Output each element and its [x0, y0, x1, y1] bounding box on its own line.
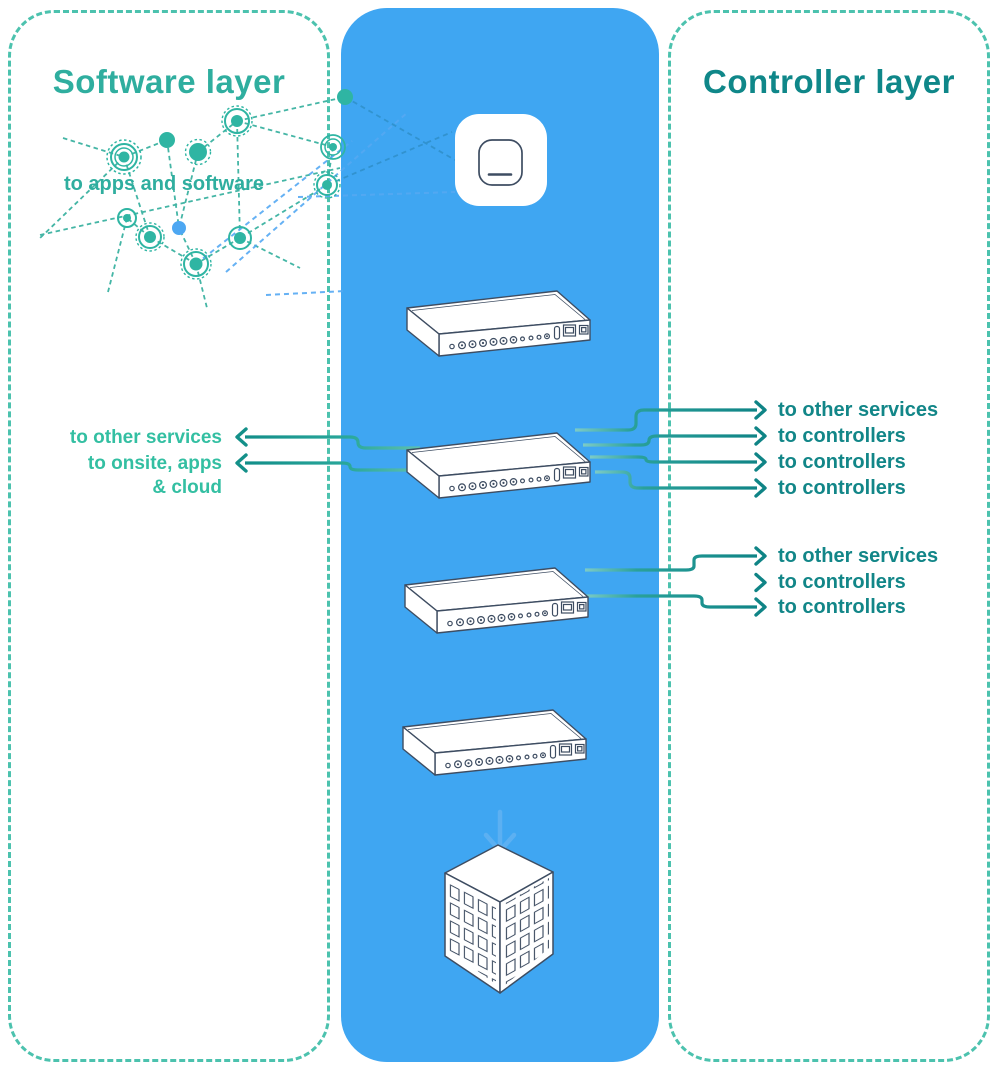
- device-column: [341, 8, 659, 1062]
- controller-layer-title: Controller layer: [703, 63, 955, 100]
- label-right2-controllers-a: to controllers: [778, 571, 906, 593]
- label-right2-other-services: to other services: [778, 545, 939, 567]
- software-layer-title: Software layer: [52, 63, 286, 100]
- label-left-cloud: & cloud: [152, 477, 222, 498]
- label-right1-controllers-b: to controllers: [778, 451, 906, 473]
- label-right1-controllers-c: to controllers: [778, 477, 906, 499]
- controller-layer-panel: Controller layer: [668, 10, 990, 1062]
- label-right1-other-services: to other services: [778, 399, 939, 421]
- label-right2-controllers-b: to controllers: [778, 596, 906, 618]
- label-left-onsite-apps: to onsite, apps: [87, 453, 222, 474]
- label-left-other-services: to other services: [69, 427, 222, 448]
- software-layer-panel: Software layer: [8, 10, 330, 1062]
- label-right1-controllers-a: to controllers: [778, 425, 906, 447]
- graph-label: to apps and software: [64, 173, 265, 195]
